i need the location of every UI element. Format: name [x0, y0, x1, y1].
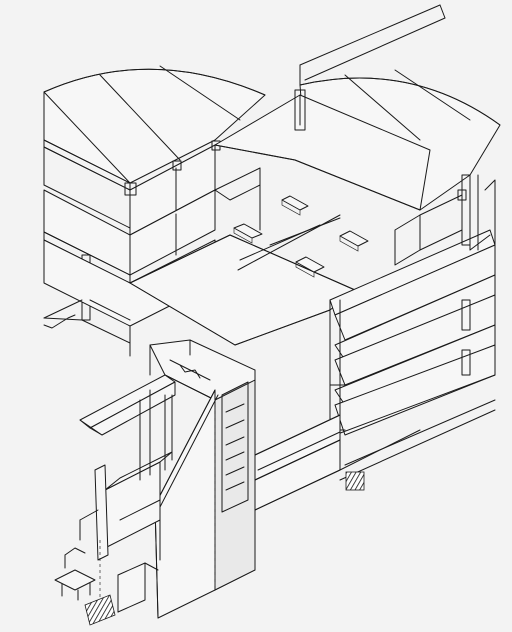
shaft-edge-marks	[99, 400, 216, 600]
ceiling-fixtures	[233, 195, 369, 278]
shaft-inner-volumes	[104, 389, 173, 561]
lower-grille	[84, 594, 116, 626]
left-vaulted-roof	[43, 65, 266, 191]
right-column-bracket	[394, 174, 471, 266]
right-stacked-floors	[329, 174, 496, 471]
left-exterior-column	[79, 464, 109, 561]
roof-ridge-beam	[214, 89, 431, 211]
ground-corridor	[254, 409, 496, 511]
slanted-shaft-wall	[154, 389, 219, 619]
base-pier	[117, 562, 159, 613]
cantilever-slab	[79, 374, 176, 436]
stair-bench	[54, 547, 96, 601]
central-floor-plate	[129, 214, 356, 346]
stair-core-tower	[149, 339, 256, 591]
right-grille	[345, 471, 365, 491]
left-upper-story	[43, 119, 266, 236]
upper-ledges	[43, 144, 261, 231]
